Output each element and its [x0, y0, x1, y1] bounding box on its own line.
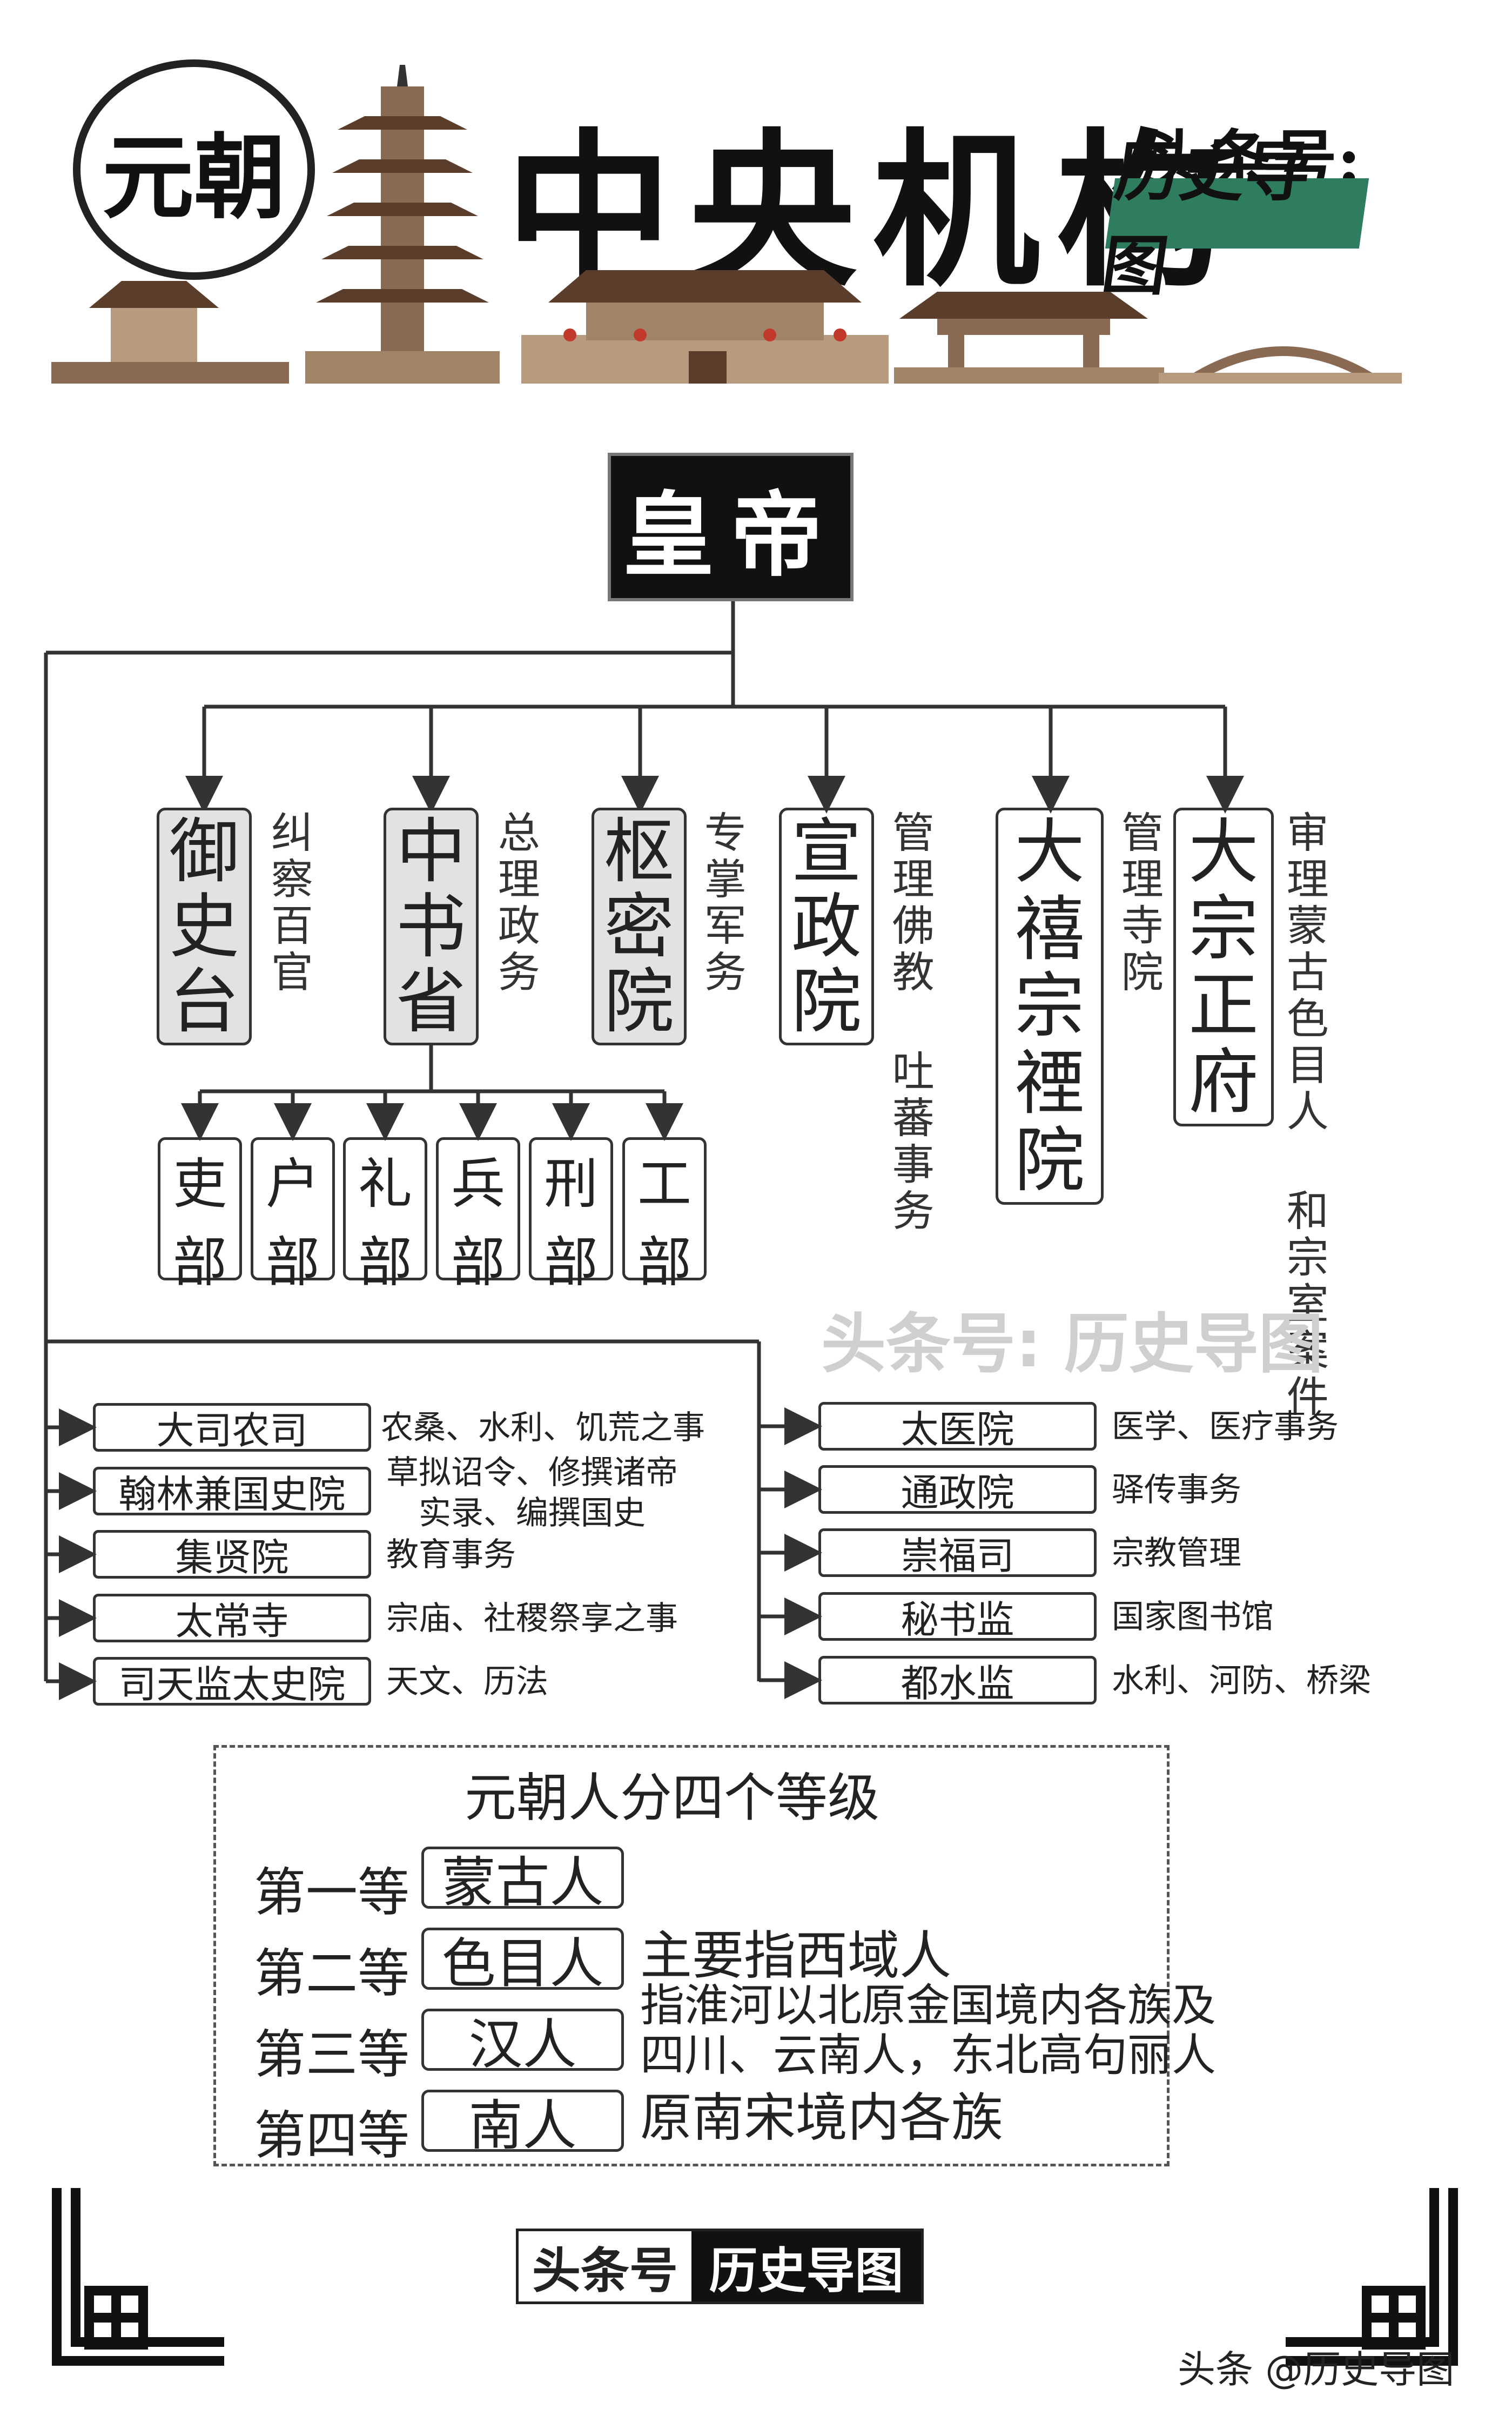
agency-hanlin-guoshiyuan: 翰林兼国史院: [93, 1467, 371, 1516]
org-name-char: 府: [1188, 1041, 1259, 1123]
agency-jixianyuan: 集贤院: [93, 1530, 371, 1580]
org-xuanzhengyuan: 宣 政 院: [779, 808, 874, 1045]
agency-desc: 天文、历法: [386, 1663, 548, 1701]
agency-desc: 医学、医疗事务: [1112, 1408, 1339, 1446]
ministry-char: 户: [266, 1152, 320, 1216]
org-desc-shumiyuan: 专掌军务: [697, 810, 746, 996]
corner-ornament-left: [52, 2188, 224, 2366]
agency-desc: 驿传事务: [1112, 1471, 1241, 1509]
agency-taichangsi: 太常寺: [93, 1594, 371, 1643]
agency-dasinongsi: 大司农司: [93, 1403, 371, 1453]
agency-desc: 实录、编撰国史: [419, 1494, 646, 1532]
agency-desc: 教育事务: [386, 1536, 516, 1574]
org-name-char: 书: [395, 885, 466, 968]
ministry-char: 兵: [451, 1152, 505, 1216]
ranks-title: 元朝人分四个等级: [465, 1768, 879, 1828]
org-name-char: 院: [603, 961, 674, 1043]
rank-label: 第一等: [254, 1862, 409, 1923]
ministry-xingbu: 刑 部: [529, 1137, 613, 1294]
ministry-bingbu: 兵 部: [436, 1137, 520, 1294]
org-daxizongyinyuan: 大 禧 宗 禋 院: [996, 808, 1104, 1205]
agency-chongfusi: 崇福司: [818, 1528, 1097, 1578]
social-ranks-panel: [213, 1745, 1170, 2166]
org-name-char: 中: [395, 810, 466, 892]
ministry-hubu: 户 部: [251, 1137, 335, 1294]
rank-desc: 原南宋境内各族: [640, 2088, 1003, 2148]
org-name-char: 禧: [1014, 888, 1085, 970]
agency-tongzhengyuan: 通政院: [818, 1465, 1097, 1515]
watermark: 头条号: 历史导图: [821, 1307, 1323, 1382]
ministry-gongbu: 工 部: [622, 1137, 707, 1294]
agency-desc: 宗教管理: [1112, 1534, 1241, 1572]
ministry-char: 部: [544, 1231, 598, 1294]
footer-logo-left: 头条号: [532, 2243, 678, 2299]
org-desc-dazongzhengfu: 审理蒙古色目人 和宗室案件: [1279, 810, 1328, 1421]
ministry-libu-personnel: 吏 部: [158, 1137, 242, 1294]
org-name-char: 台: [169, 961, 239, 1043]
org-name-char: 密: [603, 885, 674, 968]
org-desc-yushitai: 纠察百官: [264, 810, 313, 996]
rank-group-mongols: 蒙古人: [421, 1847, 624, 1914]
org-name-char: 史: [169, 885, 239, 968]
org-name-char: 大: [1014, 811, 1085, 894]
rank-desc: 主要指西域人: [640, 1925, 951, 1986]
org-name-char: 御: [169, 810, 239, 892]
emperor-node: 皇帝: [608, 453, 854, 601]
ministry-char: 工: [637, 1152, 691, 1216]
agency-desc: 草拟诏令、修撰诸帝: [386, 1454, 678, 1492]
rank-group-han: 汉人: [421, 2009, 624, 2076]
org-name-char: 禋: [1014, 1042, 1085, 1125]
org-name-char: 宣: [791, 810, 862, 892]
ministry-char: 刑: [544, 1152, 598, 1216]
org-zhongshusheng: 中 书 省: [384, 808, 479, 1045]
ministry-char: 部: [173, 1231, 227, 1294]
org-dazongzhengfu: 大 宗 正 府: [1173, 808, 1274, 1126]
corner-ornament-right: [1286, 2188, 1458, 2366]
agency-desc: 水利、河防、桥梁: [1112, 1662, 1371, 1700]
palace-skyline-illustration: [51, 270, 1402, 384]
org-desc-xuanzhengyuan: 管理佛教 吐蕃事务: [885, 810, 934, 1235]
org-name-char: 大: [1188, 811, 1259, 893]
ministry-char: 部: [266, 1231, 320, 1294]
rank-group-southerners: 南人: [421, 2090, 624, 2157]
agency-sitianjian-taishiyuan: 司天监太史院: [93, 1657, 371, 1707]
org-yushitai: 御 史 台: [157, 808, 252, 1045]
banner: 元朝 中央机构 头条号: 历史导图: [51, 49, 1402, 384]
org-name-char: 宗: [1014, 965, 1085, 1048]
footer-logo: 头条号 历史导图: [516, 2229, 924, 2304]
org-shumiyuan: 枢 密 院: [592, 808, 687, 1045]
agency-desc: 国家图书馆: [1112, 1598, 1274, 1636]
ministry-libu-rites: 礼 部: [343, 1137, 427, 1294]
rank-label: 第三等: [254, 2024, 409, 2085]
rank-label: 第二等: [254, 1943, 409, 2004]
agency-desc: 宗庙、社稷祭享之事: [386, 1600, 678, 1637]
ministry-char: 部: [451, 1231, 505, 1294]
org-name-char: 枢: [603, 810, 674, 892]
agency-desc: 农桑、水利、饥荒之事: [381, 1409, 705, 1447]
pagoda-illustration: [305, 65, 500, 384]
hierarchy-connectors: [44, 601, 1244, 1700]
agency-mishujian: 秘书监: [818, 1592, 1097, 1642]
org-name-char: 宗: [1188, 888, 1259, 970]
source-credit: 头条 @历史导图: [1178, 2347, 1455, 2392]
org-desc-daxizongyinyuan: 管理寺院: [1114, 810, 1163, 996]
org-name-char: 正: [1188, 964, 1259, 1046]
agency-dushuijian: 都水监: [818, 1656, 1097, 1706]
agency-taiyiyuan: 太医院: [818, 1402, 1097, 1452]
org-name-char: 院: [1014, 1119, 1085, 1202]
org-desc-zhongshusheng: 总理政务: [490, 810, 540, 996]
ministry-char: 部: [637, 1231, 691, 1294]
ministry-char: 礼: [358, 1152, 412, 1216]
rank-label: 第四等: [254, 2105, 409, 2166]
rank-group-semu: 色目人: [421, 1928, 624, 1995]
footer-logo-right: 历史导图: [691, 2231, 921, 2301]
ministry-char: 部: [358, 1231, 412, 1294]
rank-desc: 指淮河以北原金国境内各族及: [640, 1980, 1217, 2031]
org-name-char: 院: [791, 961, 862, 1043]
ministry-char: 吏: [173, 1152, 227, 1216]
org-name-char: 政: [791, 885, 862, 968]
org-name-char: 省: [395, 961, 466, 1043]
rank-desc: 四川、云南人，东北高句丽人: [640, 2030, 1217, 2081]
